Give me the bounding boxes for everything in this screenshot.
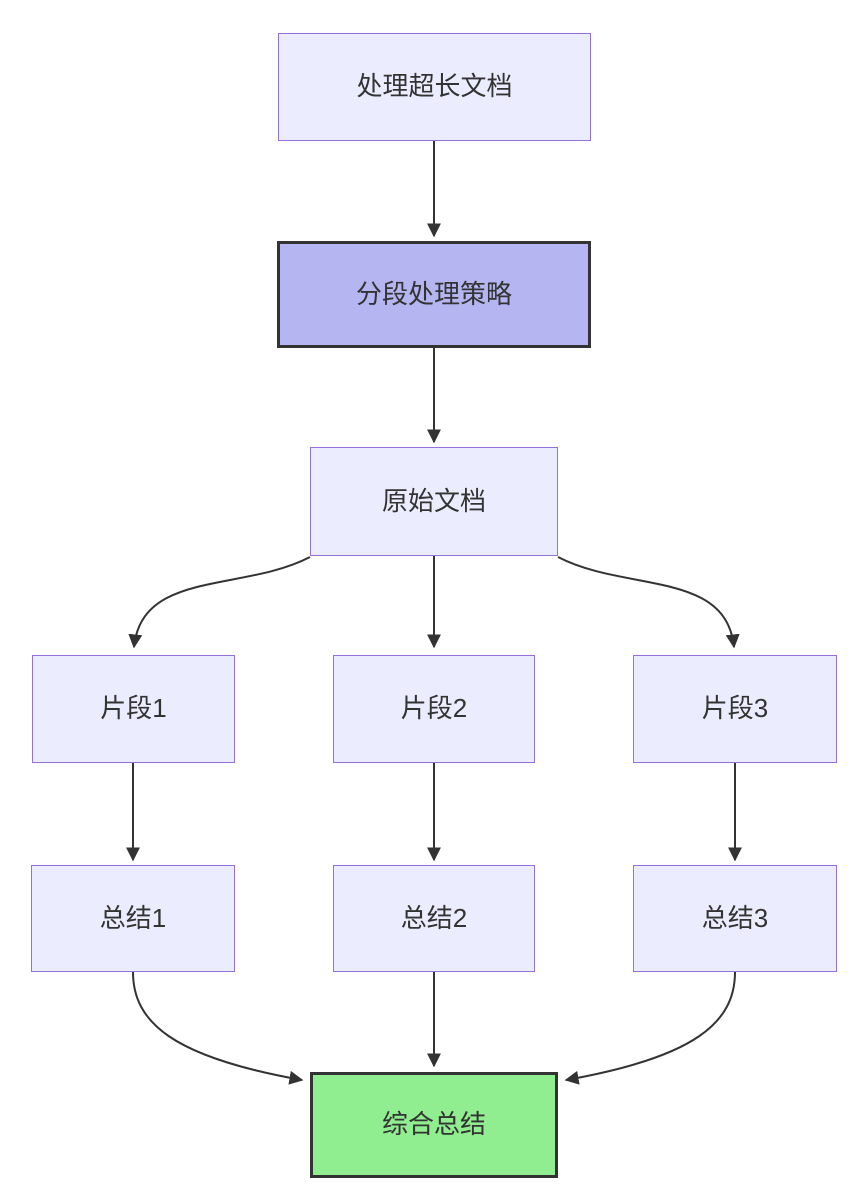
- node-label: 片段3: [701, 693, 769, 724]
- node-label: 总结2: [400, 902, 468, 933]
- node-label: 总结1: [99, 902, 167, 933]
- edge-e3-f: [564, 971, 736, 1085]
- node-label: 处理超长文档: [356, 71, 513, 102]
- node-label: 原始文档: [381, 485, 486, 516]
- node-fragment-1: 片段1: [32, 655, 235, 763]
- node-fragment-2: 片段2: [333, 655, 535, 763]
- node-comprehensive-summary: 综合总结: [310, 1072, 558, 1178]
- node-label: 综合总结: [381, 1109, 486, 1140]
- node-original-document: 原始文档: [310, 447, 558, 556]
- node-process-long-document: 处理超长文档: [278, 33, 591, 141]
- node-label: 总结3: [701, 902, 769, 933]
- node-summary-1: 总结1: [31, 865, 235, 972]
- edge-c-d3: [557, 556, 740, 649]
- node-segmented-processing-strategy: 分段处理策略: [277, 241, 591, 348]
- node-summary-3: 总结3: [633, 865, 837, 972]
- node-label: 片段1: [100, 693, 167, 724]
- node-label: 分段处理策略: [355, 278, 512, 309]
- edge-c-d1: [128, 556, 311, 649]
- edge-e1-f: [132, 971, 304, 1085]
- node-summary-2: 总结2: [333, 865, 535, 972]
- node-fragment-3: 片段3: [633, 655, 837, 763]
- node-label: 片段2: [400, 693, 468, 724]
